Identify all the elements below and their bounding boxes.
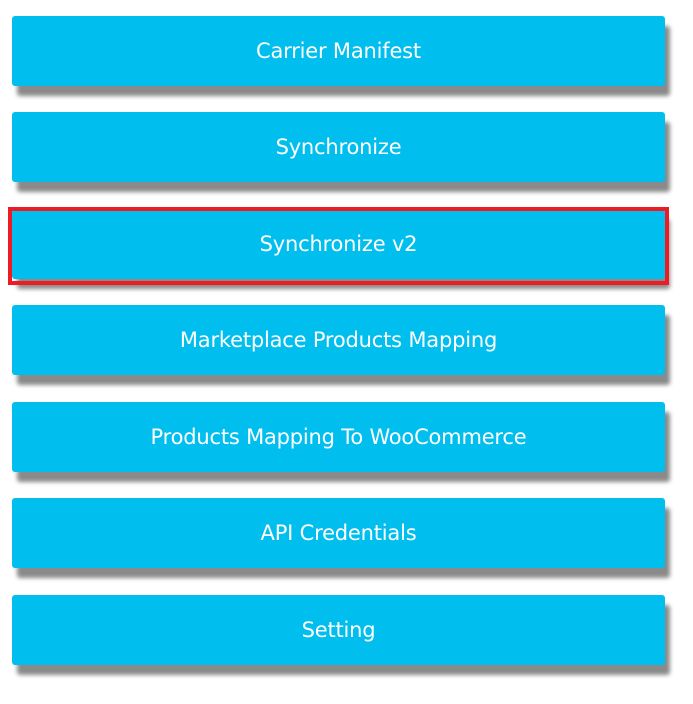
carrier-manifest-button[interactable]: Carrier Manifest <box>12 16 665 86</box>
marketplace-products-mapping-button[interactable]: Marketplace Products Mapping <box>12 305 665 375</box>
synchronize-v2-button[interactable]: Synchronize v2 <box>12 209 665 279</box>
api-credentials-button[interactable]: API Credentials <box>12 498 665 568</box>
products-mapping-woocommerce-button[interactable]: Products Mapping To WooCommerce <box>12 402 665 472</box>
synchronize-button[interactable]: Synchronize <box>12 112 665 182</box>
setting-button[interactable]: Setting <box>12 595 665 665</box>
